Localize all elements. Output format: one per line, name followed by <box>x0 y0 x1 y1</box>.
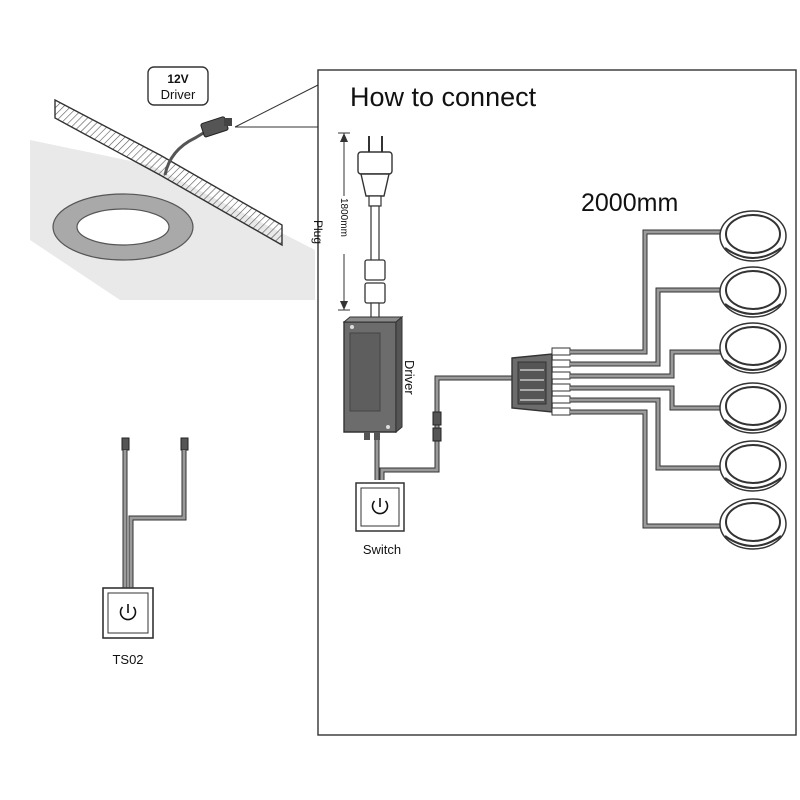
power-cord <box>370 205 380 262</box>
downlight-4 <box>719 382 787 434</box>
ceiling-illustration <box>30 84 319 300</box>
cord-dimension: 1800mm <box>338 132 350 311</box>
callout-leader-top <box>234 84 319 128</box>
switch-icon <box>355 482 405 532</box>
downlight-1 <box>719 210 787 262</box>
driver-callout-line2: Driver <box>161 87 196 102</box>
cable-length-label: 2000mm <box>581 189 678 217</box>
panel-title: How to connect <box>350 82 537 112</box>
driver-callout-box <box>147 66 209 106</box>
ceiling-hatch-strip <box>54 98 283 247</box>
ts02-leads <box>121 437 189 590</box>
power-icon <box>119 604 137 621</box>
driver-callout: 12V Driver <box>147 66 209 106</box>
downlight-ring-icon <box>719 210 787 550</box>
downlight-5 <box>719 440 787 492</box>
driver-label: Driver <box>402 360 417 395</box>
splitter-hub-icon <box>511 353 553 413</box>
power-icon <box>371 498 389 515</box>
ts02-switch-icon <box>102 587 154 639</box>
downlight-2 <box>719 266 787 318</box>
downlight-6 <box>719 498 787 550</box>
cord-length-label: 1800mm <box>338 198 349 237</box>
plug-label: Plug <box>311 220 325 244</box>
driver-box <box>342 315 404 440</box>
driver-callout-line1: 12V <box>167 72 188 86</box>
ceiling-cable <box>163 130 206 176</box>
inline-connector <box>432 411 442 442</box>
light-cables <box>570 229 722 529</box>
splitter-ports <box>551 347 571 416</box>
downlight-3 <box>719 322 787 374</box>
switch-label: Switch <box>363 542 401 557</box>
downlight-opening <box>76 208 170 246</box>
ts02-label: TS02 <box>112 652 143 667</box>
connection-panel-frame <box>317 69 797 736</box>
plug-icon <box>357 136 393 207</box>
cord-connector <box>364 259 386 322</box>
switch-splitter-cable <box>380 376 515 480</box>
mini-driver-connector-icon <box>200 116 232 138</box>
